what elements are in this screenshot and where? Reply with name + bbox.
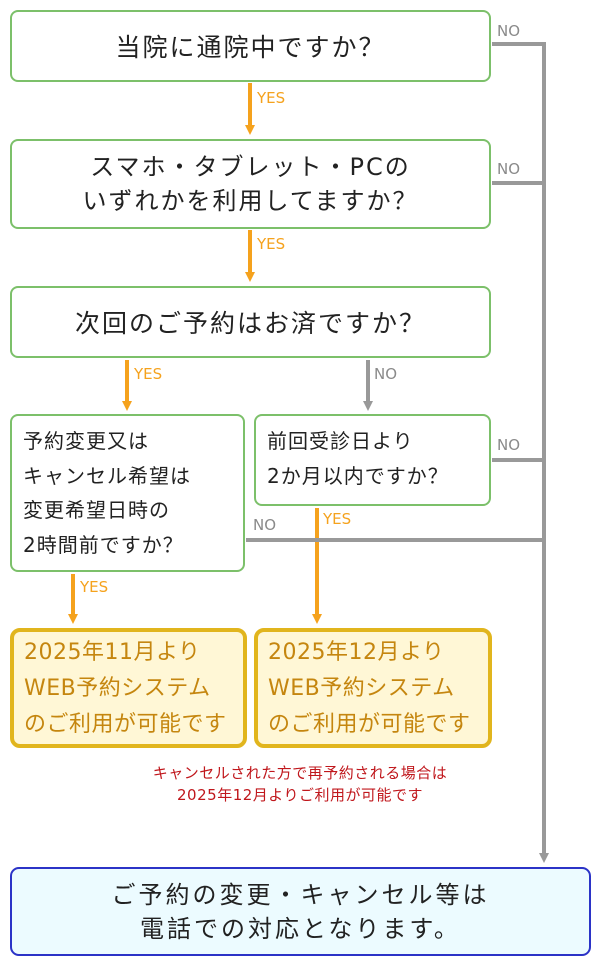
yes-label-q3: YES	[134, 365, 163, 383]
question-5-line-2: 2か月以内ですか？	[267, 463, 449, 488]
no-label-q3: NO	[374, 365, 398, 383]
result-box-dec: 2025年12月より WEB予約システム のご利用が可能です	[254, 628, 492, 748]
no-label-q2: NO	[497, 160, 521, 178]
note-line-1: キャンセルされた方で再予約される場合は	[152, 764, 448, 782]
result-nov-line-1: 2025年11月より	[24, 640, 201, 665]
note-line-2: 2025年12月よりご利用が可能です	[177, 786, 423, 804]
question-1-text: 当院に通院中ですか？	[115, 33, 386, 62]
question-2-line-2: いずれかを利用してますか？	[82, 187, 419, 215]
yes-label-q5: YES	[323, 510, 352, 528]
question-4-line-4: 2時間前ですか？	[23, 532, 184, 557]
no-label-q5: NO	[497, 436, 521, 454]
yes-label-q2: YES	[257, 235, 286, 253]
question-box-5: 前回受診日より 2か月以内ですか？	[254, 414, 491, 506]
final-box-phone: ご予約の変更・キャンセル等は 電話での対応となります。	[10, 867, 591, 956]
final-line-2: 電話での対応となります。	[140, 915, 461, 943]
question-box-2: スマホ・タブレット・PCの いずれかを利用してますか？	[10, 139, 491, 229]
no-label-q4: NO	[253, 516, 277, 534]
question-3-text: 次回のご予約はお済ですか？	[74, 309, 426, 338]
final-line-1: ご予約の変更・キャンセル等は	[111, 881, 490, 909]
question-box-1: 当院に通院中ですか？	[10, 10, 491, 82]
question-4-line-2: キャンセル希望は	[23, 463, 191, 488]
question-box-3: 次回のご予約はお済ですか？	[10, 286, 491, 358]
question-box-4: 予約変更又は キャンセル希望は 変更希望日時の 2時間前ですか？	[10, 414, 245, 572]
cancellation-note: キャンセルされた方で再予約される場合は 2025年12月よりご利用が可能です	[0, 762, 600, 806]
result-dec-line-3: のご利用が可能です	[268, 712, 471, 737]
result-nov-line-2: WEB予約システム	[24, 676, 211, 701]
yes-label-q1: YES	[257, 89, 286, 107]
question-4-line-1: 予約変更又は	[23, 429, 149, 453]
question-4-line-3: 変更希望日時の	[23, 498, 170, 522]
yes-label-q4: YES	[80, 578, 109, 596]
result-nov-line-3: のご利用が可能です	[24, 712, 227, 737]
question-2-line-1: スマホ・タブレット・PCの	[90, 153, 411, 181]
result-dec-line-1: 2025年12月より	[268, 640, 445, 665]
result-dec-line-2: WEB予約システム	[268, 676, 455, 701]
result-box-nov: 2025年11月より WEB予約システム のご利用が可能です	[10, 628, 247, 748]
no-label-q1: NO	[497, 22, 521, 40]
question-5-line-1: 前回受診日より	[267, 429, 414, 453]
